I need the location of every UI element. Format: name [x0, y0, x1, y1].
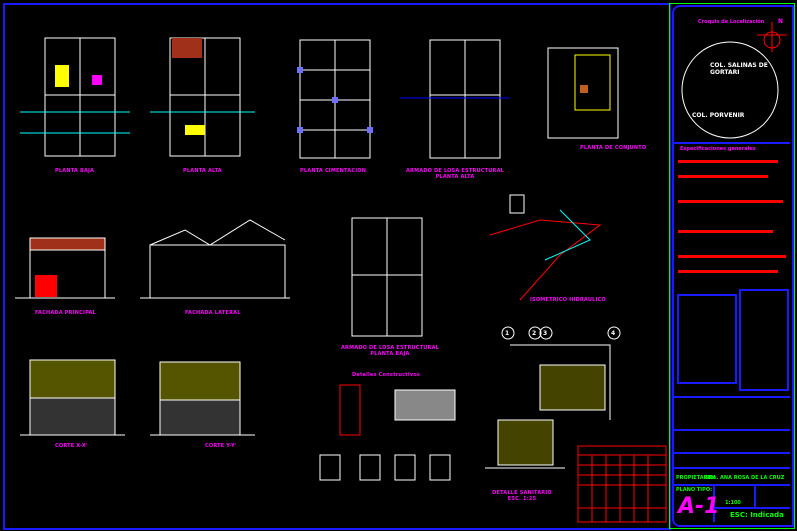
label-losa-baja: ARMADO DE LOSA ESTRUCTURAL PLANTA BAJA [340, 345, 440, 357]
cimentacion-plan [297, 39, 373, 159]
label-planta-conjunto: PLANTA DE CONJUNTO [580, 145, 647, 151]
label-corte-x: CORTE X-X' [55, 443, 88, 449]
axis-label: 3 [543, 330, 548, 337]
axis-bubbles [501, 326, 621, 340]
location-circle [681, 41, 779, 139]
especificaciones-title: Especificaciones generales [680, 146, 756, 152]
label-planta-alta: PLANTA ALTA [183, 168, 222, 174]
label-fachada-lateral: FACHADA LATERAL [185, 310, 241, 316]
plano-tipo-label: PLANO TIPO: [676, 487, 713, 493]
cuadro-cargas-table [577, 445, 667, 523]
croquis-title: Croquis de Localización [698, 19, 765, 25]
especificaciones-text [678, 160, 786, 273]
escala-label: ESC: Indicada [730, 511, 784, 519]
detalles-constructivos [319, 384, 456, 481]
label-detalles: Detalles Constructivos [352, 372, 421, 378]
axis-label: 4 [611, 330, 616, 337]
north-label: N [778, 18, 784, 25]
label-isometrico: ISOMETRICO HIDRAULICO [530, 297, 606, 303]
propietario-label: PROPIETARIO: [676, 475, 716, 481]
label-corte-y: CORTE Y-Y' [205, 443, 237, 449]
label-fachada-principal: FACHADA PRINCIPAL [35, 310, 96, 316]
isometrico-hidraulico [489, 194, 602, 301]
colonia-label: COL. SALINAS DE GORTARI [710, 62, 768, 76]
fachada-principal [15, 237, 115, 299]
propietario-value: SRA. ANA ROSA DE LA CRUZ [705, 475, 785, 481]
north-arrow-icon [757, 22, 787, 52]
axis-label: 1 [505, 330, 510, 337]
label-losa-alta: ARMADO DE LOSA ESTRUCTURAL PLANTA ALTA [405, 168, 505, 180]
fachada-lateral [140, 219, 290, 299]
title-block-lines [673, 142, 790, 522]
detalle-sanitario [485, 344, 611, 469]
title-block-frame [672, 5, 794, 527]
label-detalle-sanitario: DETALLE SANITARIO ESC. 1:25 [492, 490, 552, 502]
drawing-frame [3, 3, 671, 530]
outer-border [669, 3, 795, 529]
escala-value: 1:100 [725, 500, 741, 506]
colonia-label-2: COL. PORVENIR [692, 112, 745, 119]
planta-baja-plan [20, 37, 130, 157]
corte-x [20, 359, 125, 436]
axis-label: 2 [532, 330, 537, 337]
corte-y [150, 361, 255, 436]
planta-alta-plan [150, 37, 255, 157]
label-planta-cimentacion: PLANTA CIMENTACION [300, 168, 367, 174]
losa-alta-plan [400, 39, 510, 159]
sheet-number: A-1 [678, 494, 720, 519]
label-planta-baja: PLANTA BAJA [55, 168, 95, 174]
losa-baja-plan [351, 217, 423, 337]
conjunto-plan [547, 47, 619, 139]
